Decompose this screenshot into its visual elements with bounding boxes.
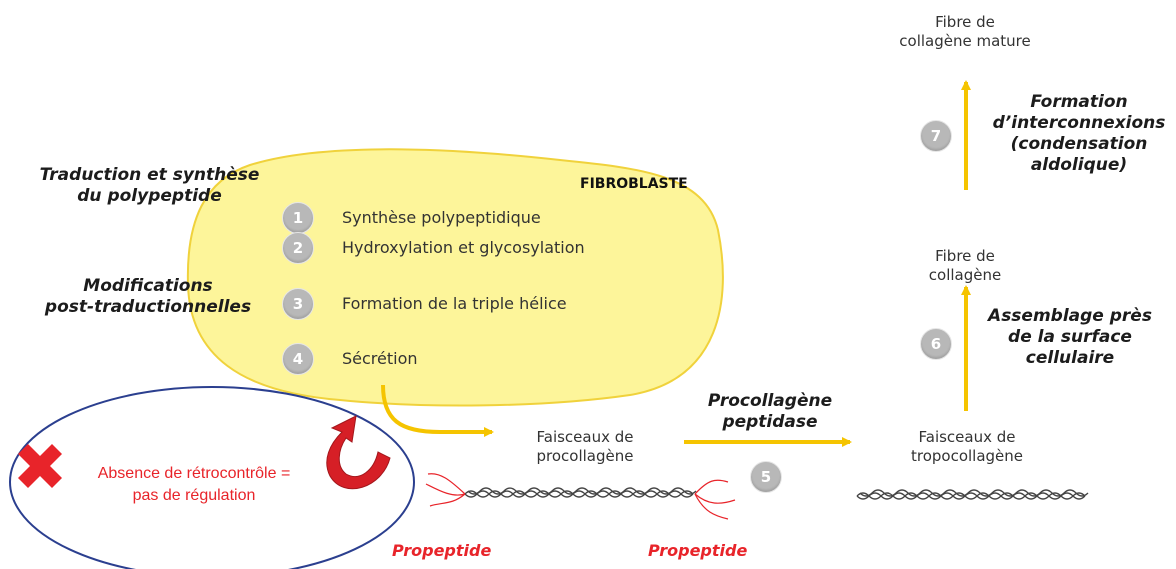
step-4-badge: 4: [282, 343, 314, 375]
tropocollagen-node: Faisceaux de tropocollagène: [910, 428, 1024, 465]
propeptide-right-label: Propeptide: [648, 541, 748, 560]
step-3-badge: 3: [282, 288, 314, 320]
enzyme-label: Procollagène peptidase: [707, 391, 833, 432]
procollagen-node: Faisceaux de procollagène: [536, 428, 634, 465]
modifications-annotation: Modifications post-traductionnelles: [44, 276, 252, 317]
assembly-annotation: Assemblage près de la surface cellulaire: [988, 306, 1152, 368]
secretion-arrow: [381, 384, 494, 437]
step-2-label: Hydroxylation et glycosylation: [342, 238, 585, 257]
step-6-badge: 6: [920, 328, 952, 360]
red-cross-icon: [18, 444, 62, 488]
propeptide-strands: [425, 473, 736, 520]
fibroblast-label: FIBROBLASTE: [580, 176, 688, 192]
fiber-node: Fibre de collagène: [928, 247, 1002, 284]
step-7-badge: 7: [920, 120, 952, 152]
step-1-badge: 1: [282, 202, 314, 234]
feedback-text: Absence de rétrocontrôle = pas de régula…: [97, 465, 291, 504]
mature-fiber-node: Fibre de collagène mature: [899, 13, 1031, 50]
crosslink-annotation: Formation d’interconnexions (condensatio…: [992, 92, 1166, 175]
step-5-badge: 5: [750, 461, 782, 493]
step-2-badge: 2: [282, 232, 314, 264]
step-1-label: Synthèse polypeptidique: [342, 208, 541, 227]
feedback-ellipse: [9, 386, 415, 569]
propeptide-left-label: Propeptide: [392, 541, 492, 560]
fibroblast-cell: [186, 148, 724, 407]
translation-annotation: Traduction et synthèse du polypeptide: [39, 165, 260, 206]
procollagen-helix: [464, 487, 697, 498]
red-curved-arrow: [326, 415, 391, 490]
step-3-label: Formation de la triple hélice: [342, 294, 567, 313]
tropocollagen-helix: [856, 489, 1089, 500]
step-4-label: Sécrétion: [342, 349, 418, 368]
